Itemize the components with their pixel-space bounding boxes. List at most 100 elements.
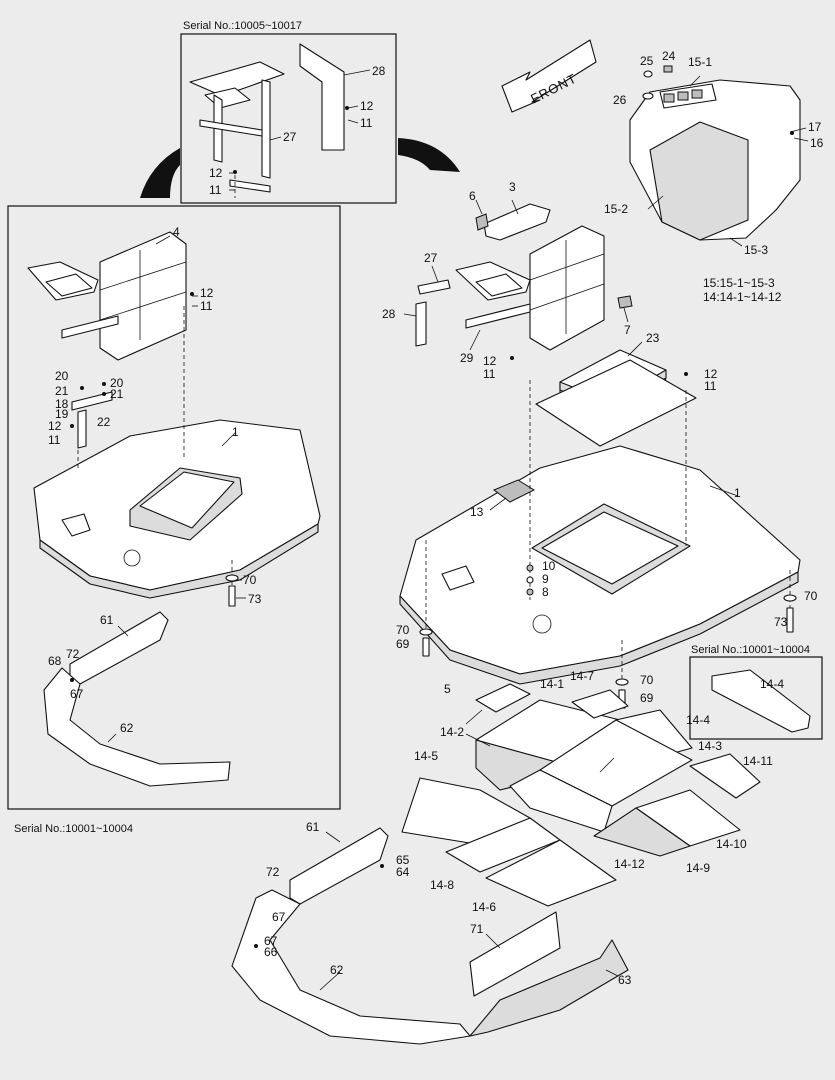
leader [465, 709, 483, 725]
leader [511, 199, 519, 215]
clip-6 [475, 213, 489, 231]
part-label: 70 [396, 623, 410, 637]
left-fan-wing [140, 148, 180, 198]
leader [155, 235, 171, 245]
part-label: 28 [382, 307, 396, 321]
washer-70-c [615, 678, 629, 686]
leader [489, 497, 507, 511]
part-label: 12 [200, 286, 214, 300]
leader [789, 127, 807, 133]
nut-10 [526, 564, 534, 572]
leader [647, 195, 664, 210]
part-label: 20 [55, 369, 69, 383]
part-label: 12 [48, 419, 62, 433]
part-label: 4 [173, 225, 180, 239]
part-label: 15-3 [744, 243, 768, 257]
part-label: 14-4 [686, 713, 710, 727]
inset-bracket-28 [299, 43, 345, 151]
part-label: 12 [209, 166, 223, 180]
left-inset-group: Serial No.:10001~10004 [7, 205, 341, 835]
part-label: 61 [100, 613, 114, 627]
switch-c [691, 89, 703, 99]
left-plate-61 [69, 611, 169, 685]
part-label: 11 [209, 183, 222, 197]
left-frame-rails [99, 250, 187, 340]
panel-63 [469, 939, 629, 1037]
leader [347, 105, 359, 109]
mat-14-6 [485, 839, 617, 907]
inset-foot-27 [229, 179, 271, 193]
part-label: 62 [120, 721, 134, 735]
leader [221, 431, 237, 447]
leader [347, 119, 359, 124]
part-label: 27 [283, 130, 297, 144]
part-label: 69 [396, 637, 410, 651]
part-label: 5 [444, 682, 451, 696]
part-label: 67 [70, 687, 84, 701]
part-label: 14-8 [430, 878, 454, 892]
part-label: 18 [55, 397, 69, 411]
part-label: 70 [804, 589, 818, 603]
part-label: 72 [266, 865, 280, 879]
legend-line-14: 14:14-1~14-12 [703, 290, 782, 304]
bracket-28 [415, 301, 427, 347]
bracket-27 [417, 279, 451, 295]
part-label: 7 [624, 323, 631, 337]
part-label: 10 [542, 559, 556, 573]
leader [689, 75, 701, 87]
leader [709, 485, 739, 497]
left-bracket-18 [71, 391, 113, 411]
part-label: 24 [662, 49, 676, 63]
part-label: 15-2 [604, 202, 628, 216]
part-label: 64 [396, 865, 410, 879]
part-label: 21 [110, 387, 124, 401]
left-post-19 [77, 409, 87, 449]
left-frame-bar [61, 315, 119, 339]
part-label: 61 [306, 820, 320, 834]
console-cover-front-face [649, 121, 749, 241]
part-label: 14-6 [472, 900, 496, 914]
top-inset-title: Serial No.:10005~10017 [183, 20, 302, 32]
part-label: 63 [618, 973, 632, 987]
part-label: 71 [470, 922, 484, 936]
switch-b [677, 91, 689, 101]
part-label: 11 [48, 433, 61, 447]
part-label: 13 [470, 505, 484, 519]
left-inset-frame [7, 205, 341, 810]
leader [599, 757, 615, 773]
part-label: 65 [396, 853, 410, 867]
part-label: 14-2 [440, 725, 464, 739]
part-label: 11 [200, 299, 213, 313]
part-label: 62 [330, 963, 344, 977]
bolt-21 [102, 392, 106, 396]
washer-9 [526, 576, 534, 584]
part-label: 8 [542, 585, 549, 599]
leader [343, 69, 371, 76]
inset-post-right [261, 79, 271, 179]
plate-61 [289, 827, 389, 905]
main-frame-bar-29 [465, 303, 531, 329]
bolt-12 [70, 424, 74, 428]
part-label: 70 [640, 673, 654, 687]
bolt-73-r [786, 607, 794, 633]
part-label: 27 [424, 251, 438, 265]
part-label: 14-11 [743, 754, 773, 768]
leader [623, 307, 629, 323]
console-cover-group [629, 65, 809, 247]
legend-line-15: 15:15-1~15-3 [703, 276, 775, 290]
part-label: 9 [542, 572, 549, 586]
leader [605, 969, 619, 977]
leader [465, 733, 491, 747]
bumper-62 [231, 889, 471, 1045]
main-seat-pad [475, 273, 523, 297]
part-label: 14-4 [760, 677, 784, 691]
leader [431, 265, 439, 283]
left-bolt-72 [70, 678, 74, 682]
right-fan-wing [398, 138, 460, 172]
top-inset-group: Serial No.:10005~10017 [180, 20, 397, 204]
washer-26 [642, 92, 654, 100]
part-label: 12 [483, 354, 497, 368]
part-label: 28 [372, 64, 386, 78]
leader [469, 329, 481, 351]
